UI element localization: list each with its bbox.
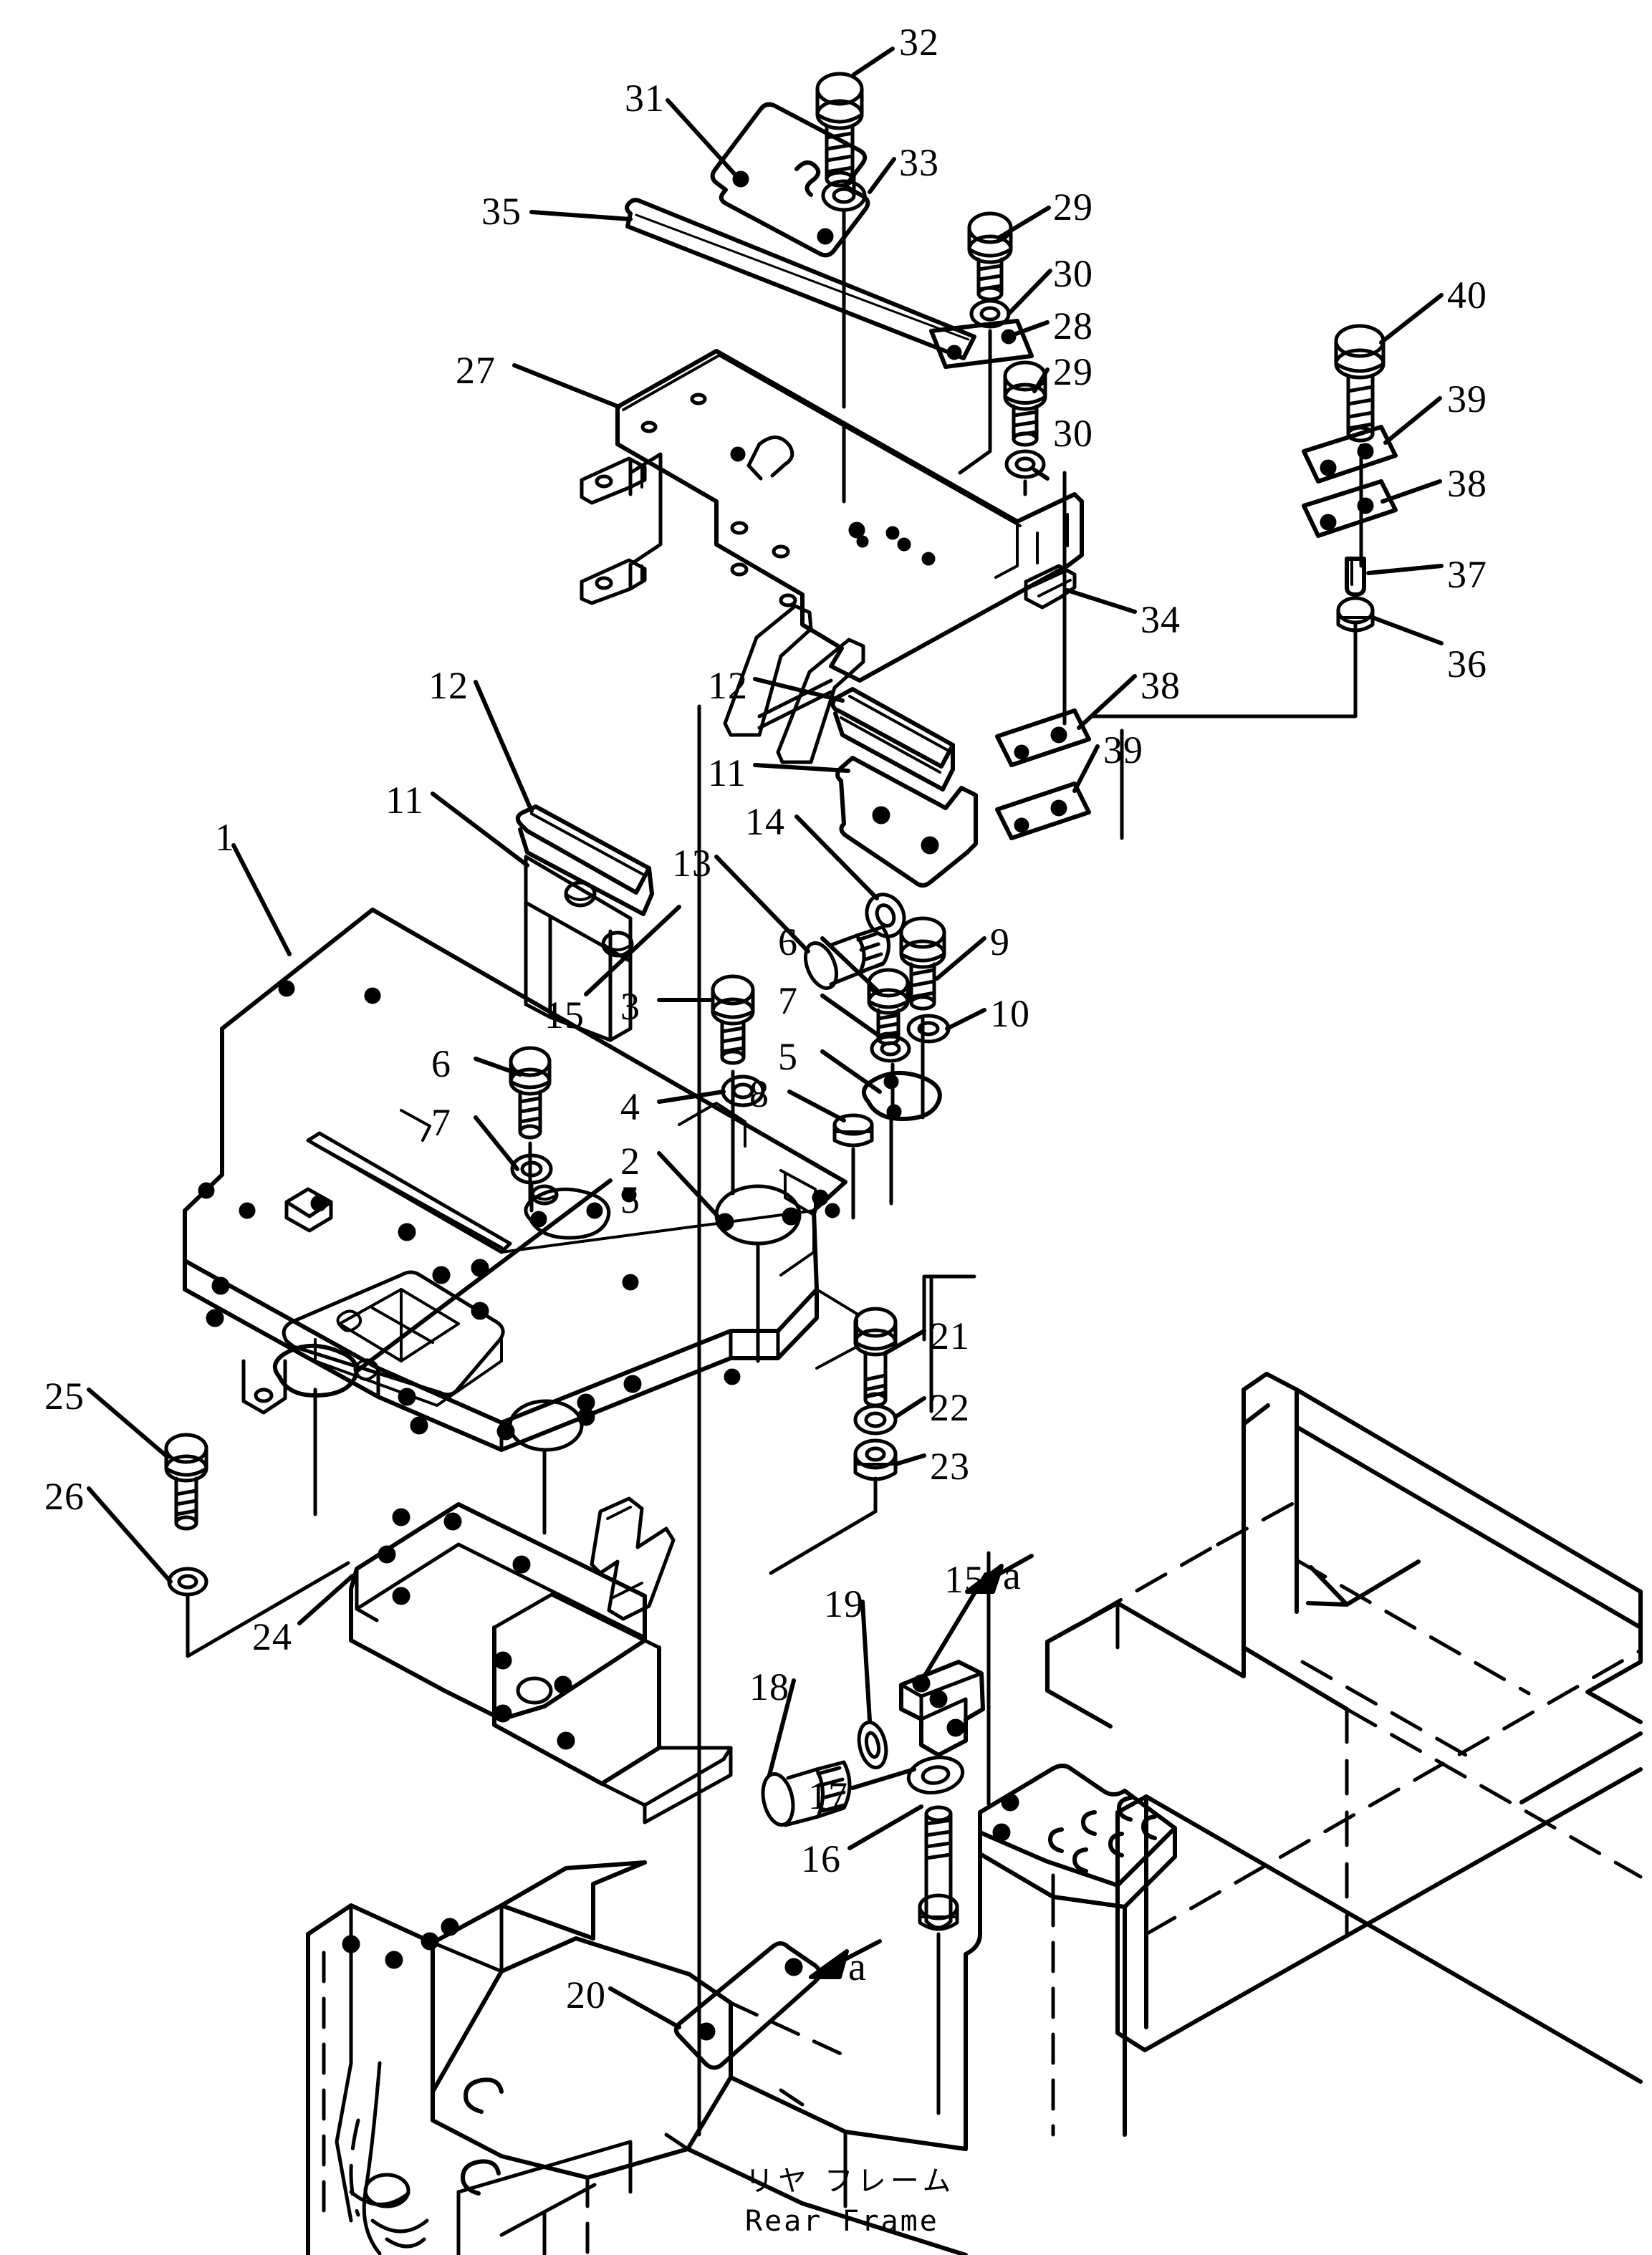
callout-39-upper: 39 <box>1447 378 1487 420</box>
part-18-bolt <box>761 1760 852 1827</box>
callout-21: 21 <box>930 1314 970 1357</box>
callout-25: 25 <box>44 1375 85 1418</box>
rear-frame-left-body <box>306 1860 733 2255</box>
part-40-bolt <box>1334 324 1386 443</box>
part-39-shim-mid <box>995 782 1091 840</box>
callout-19: 19 <box>824 1582 864 1625</box>
part-35-rod <box>625 198 976 360</box>
part-39-shim-upper <box>1302 425 1398 484</box>
callout-10: 10 <box>990 992 1030 1035</box>
part-15-gusset-lower <box>899 1660 985 1757</box>
part-22-washer <box>853 1404 898 1436</box>
part-19-washer <box>857 1720 888 1770</box>
caption-japanese: リヤ フレーム <box>745 2165 956 2198</box>
callout-9: 9 <box>990 920 1010 963</box>
callout-7-left: 7 <box>431 1101 451 1144</box>
callout-12-left: 12 <box>428 664 469 707</box>
part-24-support-bracket <box>349 1496 733 1824</box>
part-13-bolt <box>803 925 890 990</box>
part-10-washer <box>906 1014 951 1044</box>
callout-15-lower: 15 <box>944 1558 984 1601</box>
callout-4: 4 <box>620 1085 640 1128</box>
callout-20: 20 <box>566 1973 606 2016</box>
part-25-bolt <box>164 1433 208 1531</box>
callout-5-right: 5 <box>778 1035 798 1078</box>
callout-2: 2 <box>620 1140 640 1183</box>
part-6-bolt-left <box>509 1046 552 1140</box>
callout-29-lower: 29 <box>1053 350 1093 393</box>
callout-28: 28 <box>1053 304 1093 347</box>
leader-lines <box>87 47 1444 2029</box>
callout-11-right: 11 <box>708 751 746 794</box>
callout-30-lower: 30 <box>1053 412 1093 455</box>
callout-27: 27 <box>456 349 496 392</box>
section-marker-a-upper: a <box>1003 1554 1021 1598</box>
callout-14: 14 <box>745 800 785 843</box>
callout-17: 17 <box>808 1774 848 1817</box>
alignment-lines <box>186 174 1363 2137</box>
callout-39-mid: 39 <box>1103 729 1143 771</box>
part-3-bolt <box>711 974 755 1065</box>
callout-3: 3 <box>620 985 640 1028</box>
callout-5-left: 5 <box>620 1178 640 1221</box>
callout-1: 1 <box>215 816 235 859</box>
callout-23: 23 <box>930 1445 970 1488</box>
callout-36: 36 <box>1447 643 1487 686</box>
part-26-washer <box>167 1567 208 1597</box>
part-38-shim-mid <box>995 708 1091 767</box>
part-12-rail-right <box>830 687 955 792</box>
callout-40: 40 <box>1447 274 1487 317</box>
part-1-main-deck <box>183 908 858 1452</box>
callout-18: 18 <box>749 1665 789 1708</box>
part-7-washer-right <box>870 1034 911 1063</box>
diagram-caption: リヤ フレーム Rear Frame <box>745 2163 956 2239</box>
callout-24: 24 <box>252 1615 292 1658</box>
part-12-rail-left <box>515 804 654 916</box>
callout-11-left: 11 <box>385 779 424 822</box>
part-23-nut <box>853 1438 898 1481</box>
callout-13: 13 <box>672 842 712 885</box>
callout-33: 33 <box>899 141 939 184</box>
callout-34: 34 <box>1140 598 1181 641</box>
part-28-plate <box>929 319 1034 369</box>
callout-30-upper: 30 <box>1053 252 1093 295</box>
part-21-bolt <box>853 1307 898 1408</box>
part-8-spacer <box>832 1113 874 1148</box>
caption-english: Rear Frame <box>745 2205 939 2238</box>
callout-38-mid: 38 <box>1140 664 1181 707</box>
part-32-bolt <box>815 72 864 188</box>
part-17-washer <box>906 1755 965 1795</box>
part-27-frame-bracket <box>580 349 1084 764</box>
callout-8: 8 <box>749 1072 769 1115</box>
callout-38-upper: 38 <box>1447 462 1487 505</box>
callout-7-right: 7 <box>778 979 798 1022</box>
part-29-bolt-upper <box>967 211 1013 302</box>
callout-29-upper: 29 <box>1053 186 1093 229</box>
callout-6-left: 6 <box>431 1042 451 1085</box>
section-marker-a-lower: a <box>848 1945 866 1989</box>
part-11-panel-left <box>524 855 634 1042</box>
callout-32: 32 <box>899 21 939 64</box>
callout-37: 37 <box>1447 553 1487 596</box>
section-arrows <box>809 1554 1034 1979</box>
callout-22: 22 <box>930 1386 970 1429</box>
callout-6-right: 6 <box>778 920 798 963</box>
callout-15-upper: 15 <box>544 994 585 1037</box>
part-9-bolt <box>899 916 946 1011</box>
callout-26: 26 <box>44 1475 85 1518</box>
part-38-shim-upper <box>1302 479 1398 538</box>
part-5-cap-right <box>862 1071 942 1121</box>
rear-frame-structure <box>964 1372 1643 2151</box>
part-29-bolt-lower <box>1003 360 1047 447</box>
callout-35: 35 <box>481 190 522 233</box>
callout-12-right: 12 <box>708 664 748 707</box>
rear-frame-mid-lines <box>585 2001 968 2255</box>
callout-31: 31 <box>625 77 665 120</box>
callout-16: 16 <box>801 1837 841 1880</box>
part-11-panel-right <box>835 756 978 888</box>
part-16-bolt <box>918 1805 959 1931</box>
part-30-washer-lower <box>1004 449 1046 479</box>
